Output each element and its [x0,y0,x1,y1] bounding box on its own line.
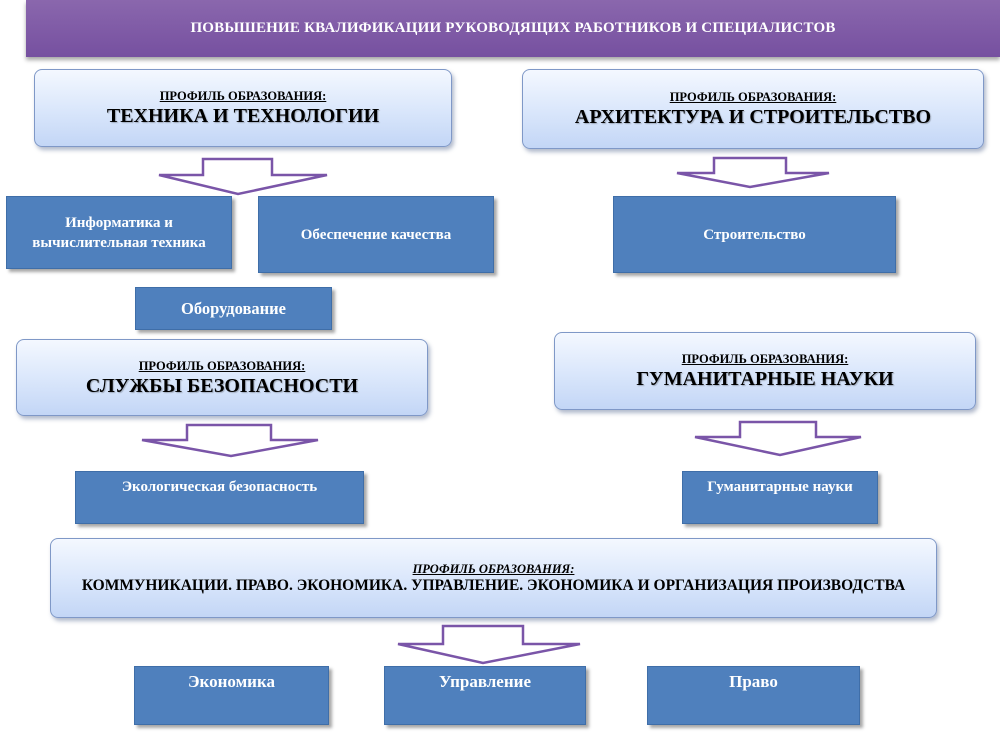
tile-informatics-label: Информатика и вычислительная техника [32,214,206,251]
tile-equipment-label: Оборудование [181,298,286,318]
profile-tech: ПРОФИЛЬ ОБРАЗОВАНИЯ: ТЕХНИКА И ТЕХНОЛОГИ… [34,69,452,147]
profile-security: ПРОФИЛЬ ОБРАЗОВАНИЯ: СЛУЖБЫ БЕЗОПАСНОСТИ [16,339,428,416]
arrow-humanities [694,420,862,457]
tile-law: Право [647,666,860,725]
profile-arch-caption: ПРОФИЛЬ ОБРАЗОВАНИЯ: [669,90,837,104]
tile-economics: Экономика [134,666,329,725]
profile-tech-name: ТЕХНИКА И ТЕХНОЛОГИИ [106,105,380,127]
tile-ecology-label: Экологическая безопасность [121,479,318,495]
tile-law-label: Право [729,672,778,691]
banner-title: ПОВЫШЕНИЕ КВАЛИФИКАЦИИ РУКОВОДЯЩИХ РАБОТ… [190,20,836,36]
profile-security-name: СЛУЖБЫ БЕЗОПАСНОСТИ [85,374,359,397]
profile-comm-caption: ПРОФИЛЬ ОБРАЗОВАНИЯ: [412,562,575,576]
tile-informatics: Информатика и вычислительная техника [6,196,232,269]
tile-equipment: Оборудование [135,287,332,330]
profile-humanities: ПРОФИЛЬ ОБРАЗОВАНИЯ: ГУМАНИТАРНЫЕ НАУКИ [554,332,976,410]
header-banner: ПОВЫШЕНИЕ КВАЛИФИКАЦИИ РУКОВОДЯЩИХ РАБОТ… [26,0,1000,57]
profile-comm: ПРОФИЛЬ ОБРАЗОВАНИЯ: КОММУНИКАЦИИ. ПРАВО… [50,538,937,618]
profile-humanities-name: ГУМАНИТАРНЫЕ НАУКИ [636,368,894,390]
tile-economics-label: Экономика [188,672,275,691]
arrow-security [141,423,319,458]
tile-construction: Строительство [613,196,896,273]
tile-management: Управление [384,666,586,725]
arrow-arch [676,156,830,189]
arrow-comm [397,624,581,665]
tile-ecology: Экологическая безопасность [75,471,364,524]
tile-management-label: Управление [438,672,531,691]
profile-security-caption: ПРОФИЛЬ ОБРАЗОВАНИЯ: [138,358,306,373]
tile-construction-label: Строительство [703,226,806,243]
profile-arch: ПРОФИЛЬ ОБРАЗОВАНИЯ: АРХИТЕКТУРА И СТРОИ… [522,69,984,149]
tile-quality-label: Обеспечение качества [300,226,452,243]
profile-comm-name: КОММУНИКАЦИИ. ПРАВО. ЭКОНОМИКА. УПРАВЛЕН… [81,577,906,594]
tile-quality: Обеспечение качества [258,196,494,273]
tile-humanities: Гуманитарные науки [682,471,878,524]
tile-humanities-label: Гуманитарные науки [707,479,853,495]
profile-arch-name: АРХИТЕКТУРА И СТРОИТЕЛЬСТВО [574,106,932,128]
arrow-tech [158,157,328,196]
profile-tech-caption: ПРОФИЛЬ ОБРАЗОВАНИЯ: [159,89,327,103]
profile-humanities-caption: ПРОФИЛЬ ОБРАЗОВАНИЯ: [681,352,849,366]
